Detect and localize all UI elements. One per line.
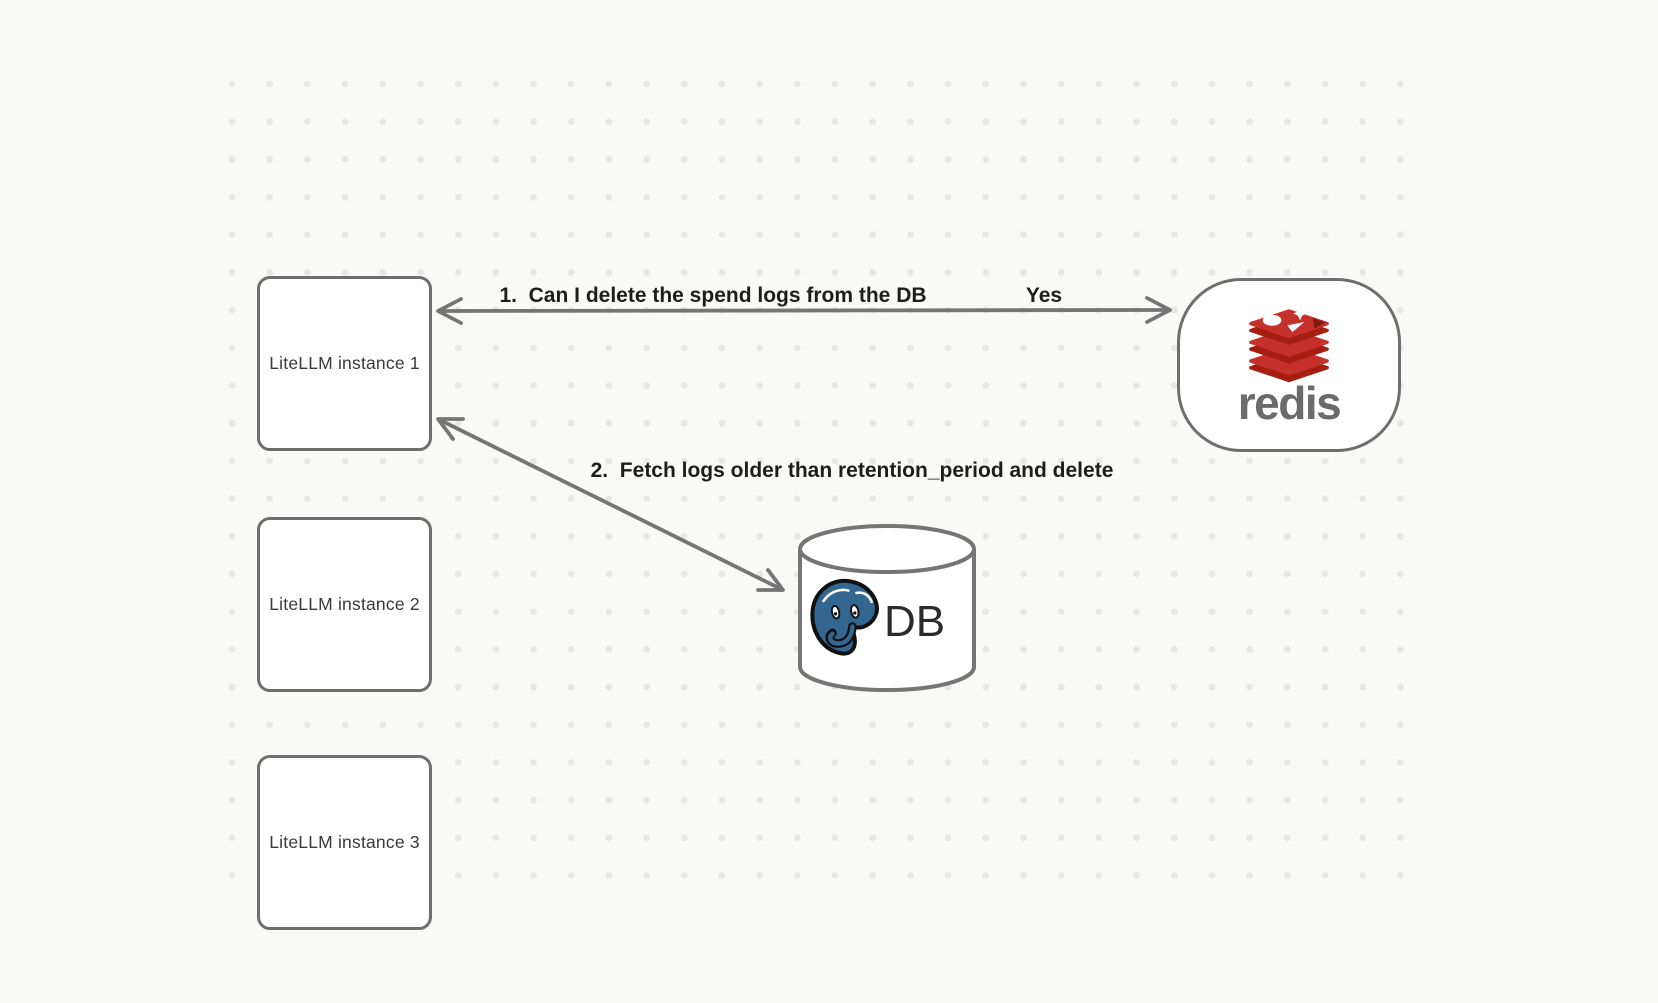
node-litellm-instance-1[interactable]: LiteLLM instance 1	[257, 276, 432, 451]
arrow-fetch-and-delete[interactable]	[436, 417, 785, 592]
node-label: LiteLLM instance 2	[269, 594, 420, 614]
database-label: DB	[884, 597, 946, 646]
node-redis[interactable]: redis	[1177, 278, 1401, 452]
node-label: LiteLLM instance 1	[269, 353, 420, 373]
postgresql-elephant-icon	[810, 578, 879, 656]
arrow-1-response-label: Yes	[1025, 284, 1063, 307]
arrow-2-label: 2. Fetch logs older than retention_perio…	[590, 459, 1114, 482]
arrow-can-i-delete[interactable]	[436, 296, 1172, 325]
arrow-1-label: 1. Can I delete the spend logs from the …	[499, 284, 927, 307]
node-litellm-instance-2[interactable]: LiteLLM instance 2	[257, 517, 432, 692]
node-label: LiteLLM instance 3	[269, 832, 420, 852]
redis-wordmark: redis	[1237, 376, 1342, 429]
node-litellm-instance-3[interactable]: LiteLLM instance 3	[257, 755, 432, 930]
redis-logo-icon	[1249, 306, 1329, 382]
